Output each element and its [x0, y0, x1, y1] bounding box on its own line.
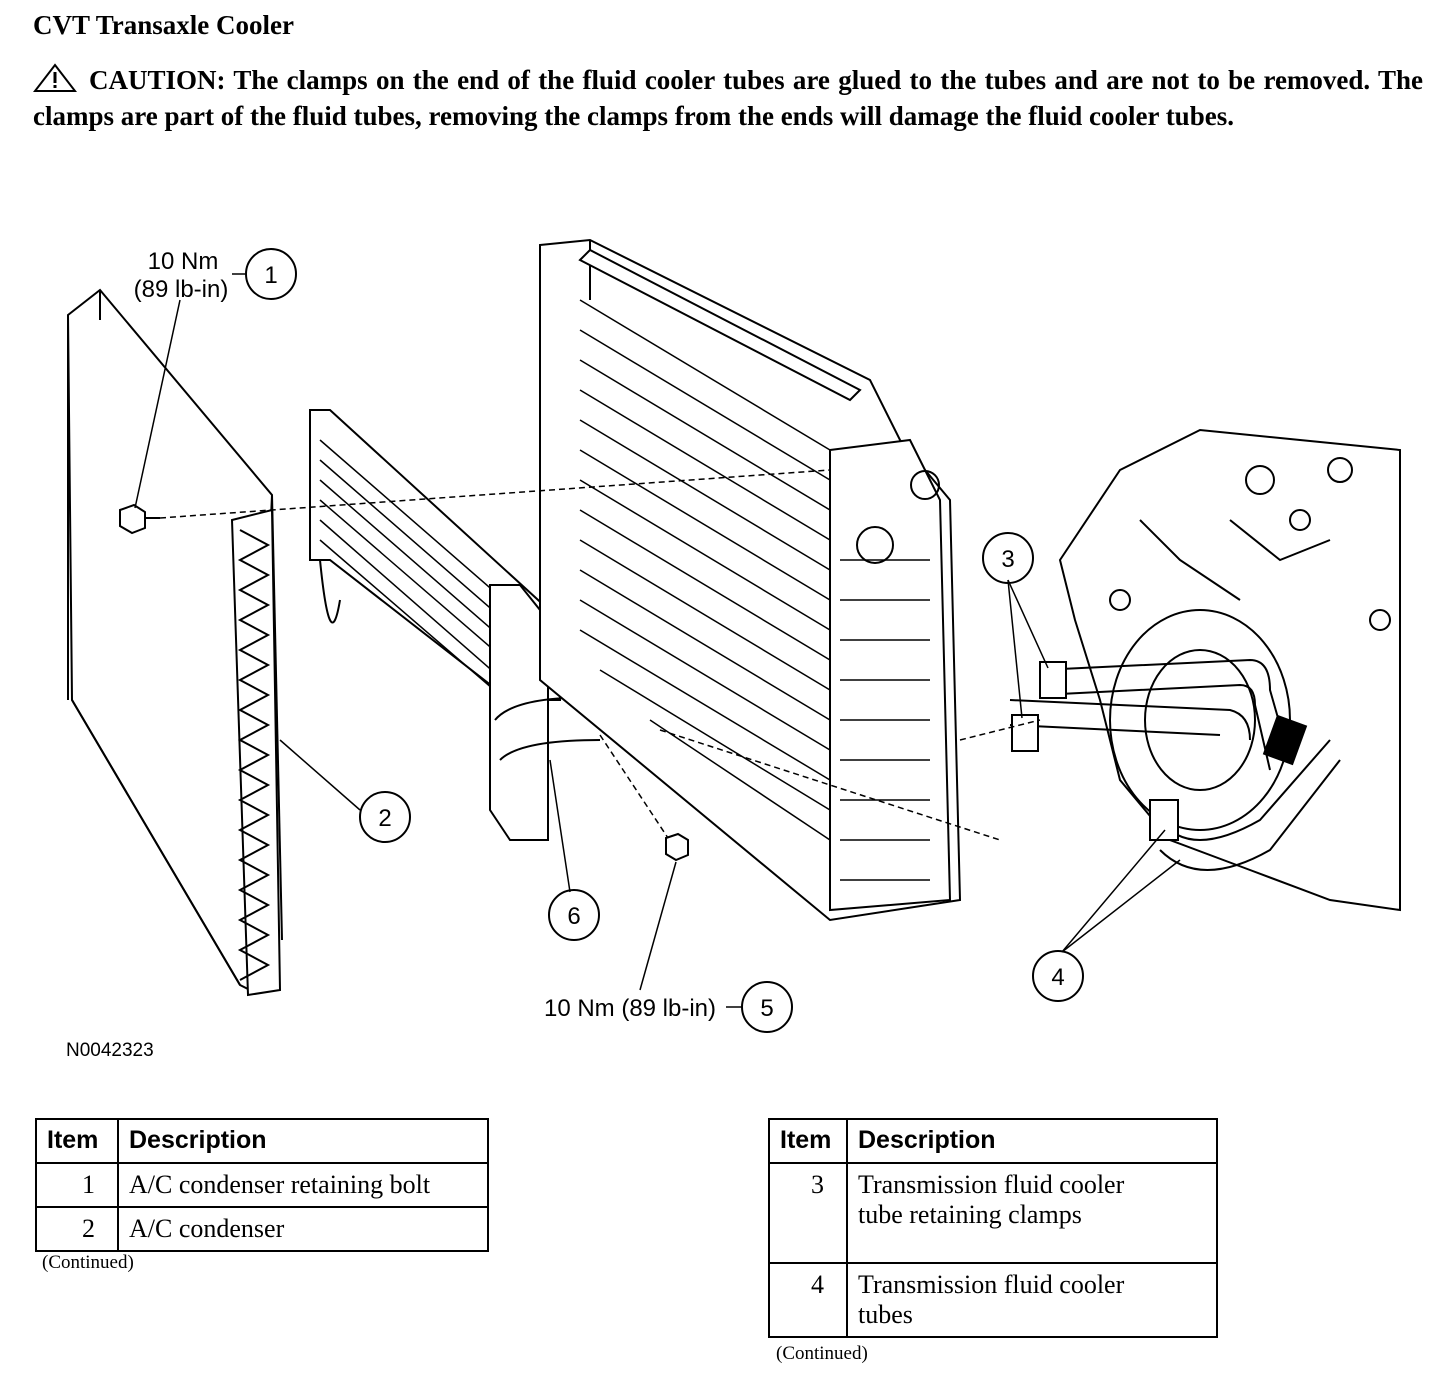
item-number: 4	[768, 1262, 848, 1338]
radiator-drawing	[539, 238, 962, 922]
caution-text: The clamps on the end of the fluid coole…	[33, 65, 1423, 131]
callout-1-torque-nm: 10 Nm	[148, 248, 219, 275]
callout-5-torque: 10 Nm (89 lb-in)	[544, 995, 716, 1022]
item-description: A/C condenser retaining bolt	[117, 1162, 489, 1208]
callout-2-circle	[359, 791, 411, 843]
callout-1-circle	[245, 248, 297, 300]
item-description: Transmission fluid cooler tubes	[846, 1262, 1218, 1338]
exploded-view-diagram: 1 2 3 4 5 6 10 Nm (89 lb-in) 10 Nm (89 l…	[66, 238, 1401, 1033]
callout-6-circle	[548, 889, 600, 941]
item-description: Transmission fluid cooler tube retaining…	[846, 1162, 1218, 1264]
bolt-5-drawing	[665, 832, 689, 862]
callout-3-circle	[982, 532, 1034, 584]
fluid-cooler-tubes-drawing	[1009, 658, 1341, 871]
table-header-row: Item Description	[768, 1118, 1218, 1164]
table-row: 2 A/C condenser	[35, 1206, 489, 1252]
item-table-right: Item Description 3 Transmission fluid co…	[768, 1118, 1218, 1338]
callout-5-circle	[741, 981, 793, 1033]
callout-3-number: 3	[1001, 546, 1014, 573]
transmission-cooler-drawing	[309, 409, 660, 841]
item-number: 1	[35, 1162, 119, 1208]
table-row: 1 A/C condenser retaining bolt	[35, 1162, 489, 1208]
item-number: 2	[35, 1206, 119, 1252]
column-header-description: Description	[117, 1118, 489, 1164]
callout-4-circle	[1032, 950, 1084, 1002]
column-header-item: Item	[768, 1118, 848, 1164]
callout-1-torque-lbin: (89 lb-in)	[134, 276, 229, 303]
item-table-left: Item Description 1 A/C condenser retaini…	[35, 1118, 489, 1252]
item-description-line: tubes	[858, 1300, 913, 1329]
callout-5-number: 5	[760, 995, 773, 1022]
item-number: 3	[768, 1162, 848, 1264]
caution-label: CAUTION:	[89, 65, 226, 95]
callout-6-number: 6	[567, 903, 580, 930]
transaxle-drawing	[1058, 428, 1401, 912]
table-row: 4 Transmission fluid cooler tubes	[768, 1262, 1218, 1338]
callout-1-number: 1	[264, 262, 277, 289]
continued-note-left: (Continued)	[42, 1252, 134, 1273]
caution-notice: CAUTION: The clamps on the end of the fl…	[33, 62, 1423, 134]
item-description-line: tube retaining clamps	[858, 1200, 1082, 1229]
table-header-row: Item Description	[35, 1118, 489, 1164]
callout-4-number: 4	[1051, 964, 1064, 991]
item-description: A/C condenser	[117, 1206, 489, 1252]
bolt-1-drawing	[119, 503, 160, 535]
item-description-line: Transmission fluid cooler	[858, 1270, 1125, 1299]
callout-2-number: 2	[378, 805, 391, 832]
ac-condenser-drawing	[66, 288, 283, 997]
figure-id: N0042323	[66, 1040, 154, 1061]
page-title: CVT Transaxle Cooler	[33, 10, 294, 40]
table-row: 3 Transmission fluid cooler tube retaini…	[768, 1162, 1218, 1264]
column-header-item: Item	[35, 1118, 119, 1164]
continued-note-right: (Continued)	[776, 1343, 868, 1364]
warning-triangle-icon	[33, 63, 77, 92]
item-description-line: Transmission fluid cooler	[858, 1170, 1125, 1199]
column-header-description: Description	[846, 1118, 1218, 1164]
